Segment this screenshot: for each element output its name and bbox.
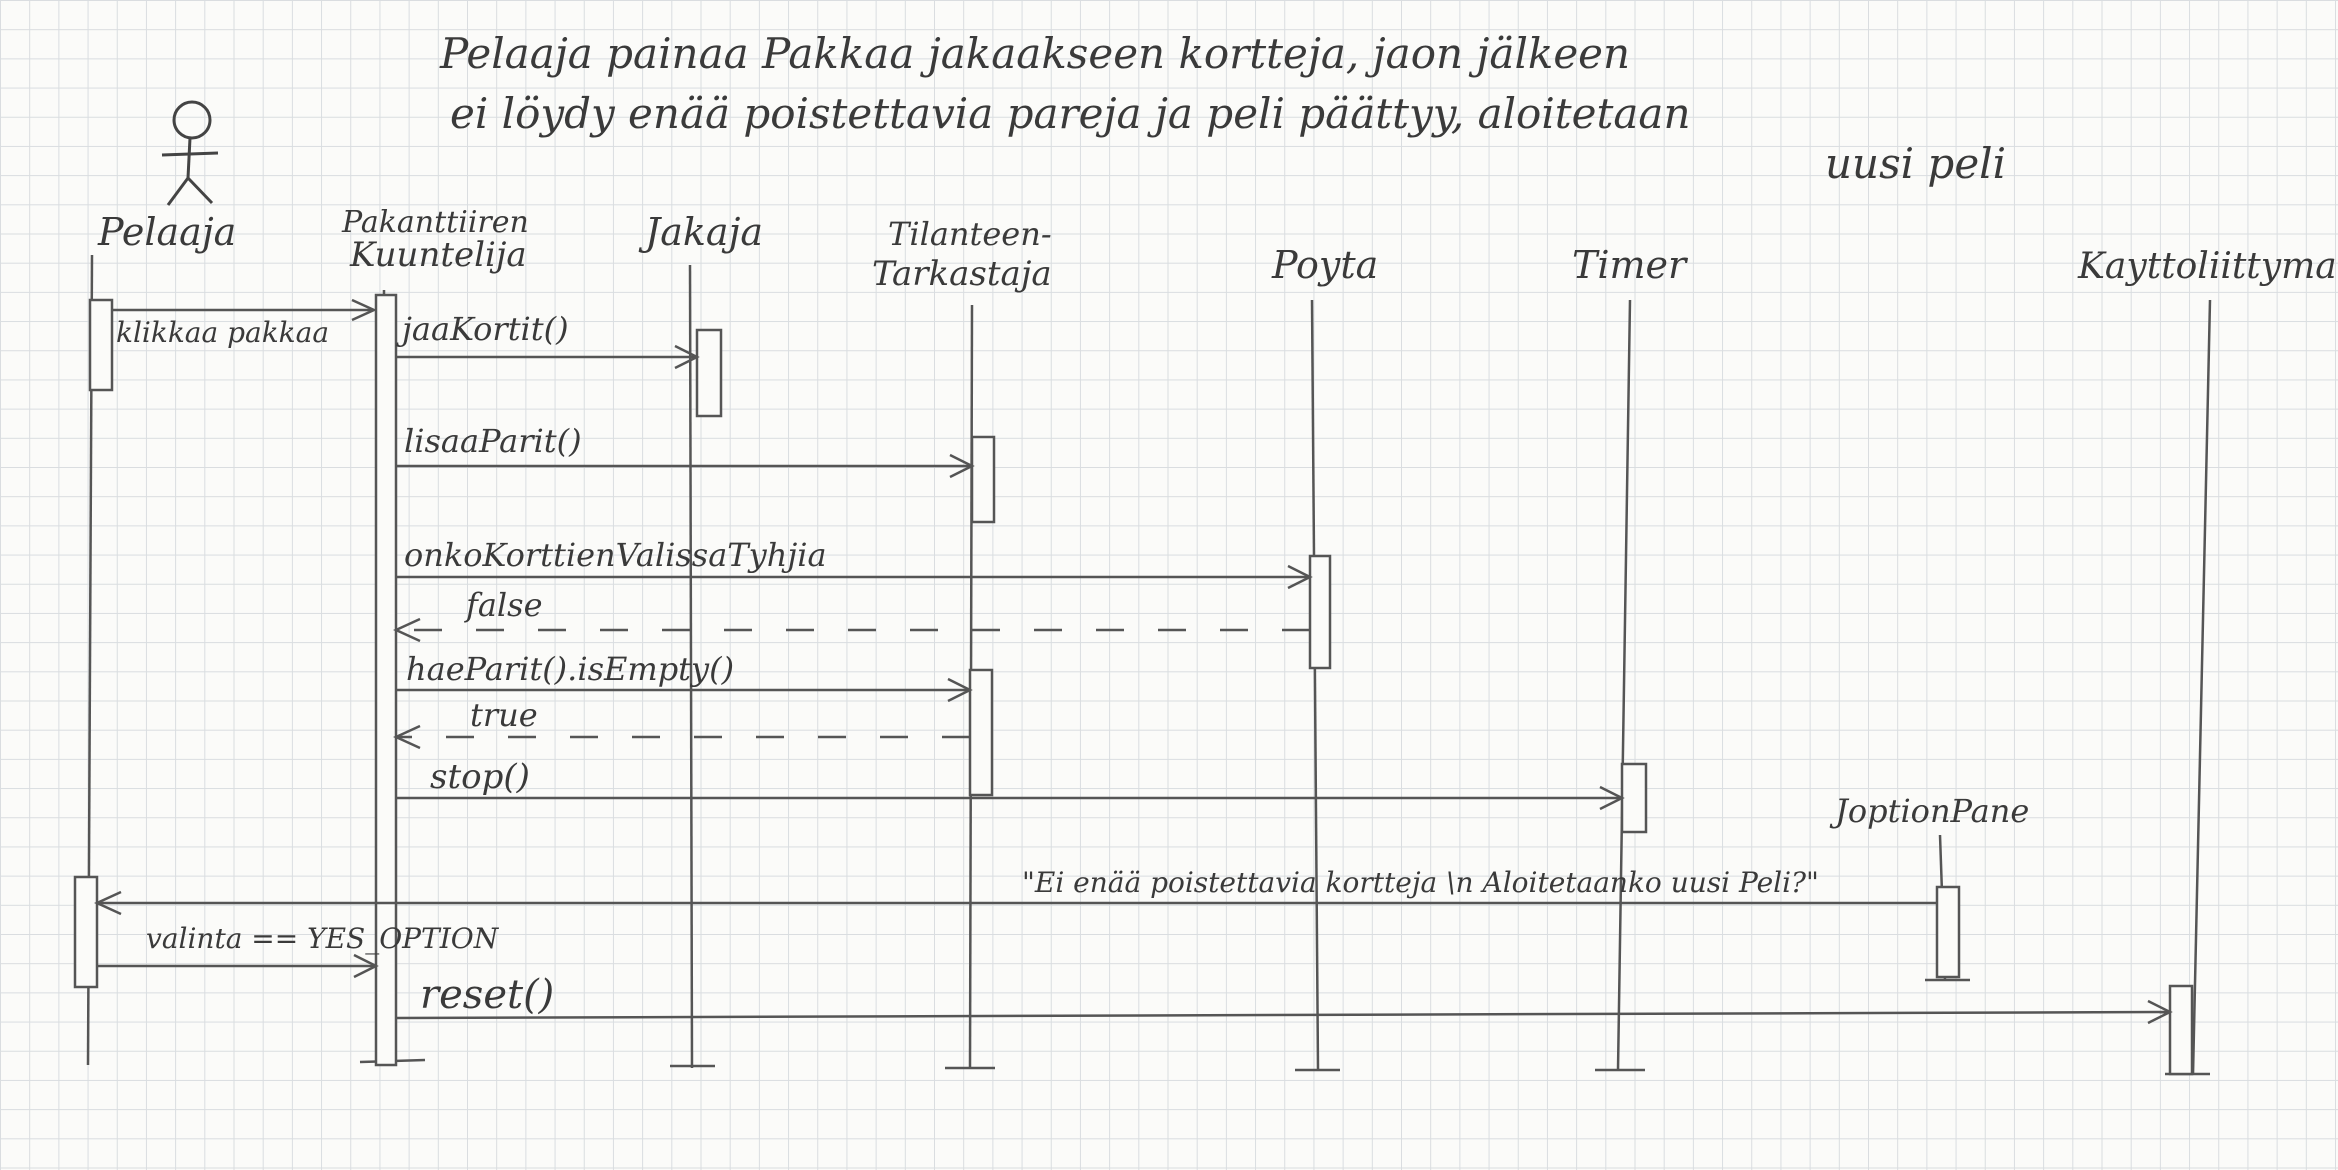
- message-label-2: jaaKortit(): [396, 310, 569, 348]
- participant-label-joptionpane: JoptionPane: [1829, 792, 2029, 830]
- activation-joptionpane: [1935, 885, 1961, 979]
- activation-tarkastaja-1: [970, 435, 996, 524]
- activation-kayttoliittyma: [2168, 984, 2194, 1076]
- message-7: true: [392, 696, 970, 750]
- participant-label-pelaaja: Pelaaja: [97, 210, 236, 254]
- message-11: reset(): [395, 972, 2173, 1025]
- message-5: false: [392, 586, 1310, 643]
- message-label-11: reset(): [420, 972, 554, 1018]
- lifeline-poyta: [1310, 299, 1320, 1071]
- message-label-5: false: [464, 586, 543, 624]
- message-label-10: valinta == YES_OPTION: [146, 922, 500, 955]
- message-label-8: stop(): [430, 757, 530, 797]
- lifeline-kayttoliittyma: [2191, 299, 2212, 1076]
- lifeline-timer: [1616, 299, 1632, 1071]
- messages: klikkaa pakkaa jaaKortit() lisaaParit() …: [93, 298, 2173, 1025]
- message-6: haeParit().isEmpty(): [396, 650, 973, 703]
- participant-label-kayttoliittyma: Kayttoliittyma: [2077, 246, 2337, 287]
- activation-pelaaja-2: [73, 875, 99, 989]
- activation-jakaja: [695, 328, 723, 418]
- message-label-4: onkoKorttienValissaTyhjia: [404, 536, 827, 574]
- lifeline-jakaja: [688, 264, 694, 1069]
- diagram-title: Pelaaja painaa Pakkaa jakaakseen korttej…: [439, 29, 2006, 188]
- activation-timer: [1620, 762, 1648, 834]
- message-label-3: lisaaParit(): [404, 422, 582, 460]
- participant-label-tarkastaja-1: Tilanteen-: [888, 215, 1052, 253]
- message-1: klikkaa pakkaa: [112, 298, 378, 349]
- activation-tarkastaja-2: [968, 668, 994, 797]
- participant-label-kuuntelija-1: Pakanttiiren: [341, 205, 529, 240]
- message-label-1: klikkaa pakkaa: [116, 316, 329, 349]
- message-9: "Ei enää poistettavia kortteja \n Aloite…: [93, 866, 1937, 916]
- activation-poyta: [1308, 554, 1332, 670]
- message-8: stop(): [396, 757, 1625, 811]
- message-4: onkoKorttienValissaTyhjia: [396, 536, 1313, 590]
- message-label-9: "Ei enää poistettavia kortteja \n Aloite…: [1022, 866, 1819, 899]
- activation-pelaaja-1: [88, 298, 114, 392]
- participant-label-tarkastaja-2: Tarkastaja: [872, 254, 1052, 294]
- message-3: lisaaParit(): [396, 422, 975, 479]
- stick-figure-icon: [161, 100, 219, 206]
- participant-label-poyta: Poyta: [1271, 243, 1378, 287]
- title-line-3: uusi peli: [1825, 139, 2006, 188]
- title-line-2: ei löydy enää poistettavia pareja ja pel…: [450, 89, 1691, 138]
- participant-label-kuuntelija-2: Kuuntelija: [349, 235, 527, 275]
- participant-label-jakaja: Jakaja: [638, 210, 763, 254]
- participant-label-timer: Timer: [1572, 243, 1689, 287]
- message-label-6: haeParit().isEmpty(): [406, 650, 734, 688]
- message-10: valinta == YES_OPTION: [97, 922, 500, 979]
- activation-kuuntelija: [374, 293, 398, 1067]
- title-line-1: Pelaaja painaa Pakkaa jakaakseen korttej…: [439, 29, 1630, 78]
- participant-labels: Pelaaja Pakanttiiren Kuuntelija Jakaja T…: [97, 205, 2337, 830]
- message-label-7: true: [470, 696, 538, 734]
- message-2: jaaKortit(): [396, 310, 700, 370]
- activations: [73, 293, 2194, 1076]
